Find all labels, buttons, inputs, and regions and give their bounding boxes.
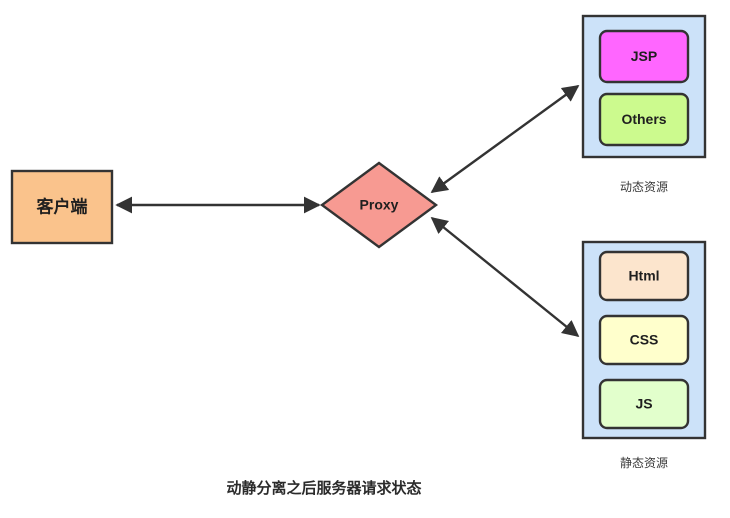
- diagram-caption: 动静分离之后服务器请求状态: [226, 479, 421, 497]
- resource-item-html[interactable]: [598, 250, 690, 302]
- connector-proxy-dynamic: [430, 85, 580, 193]
- resource-group-dynamic-resources[interactable]: JSP Others 动态资源: [581, 14, 707, 194]
- node-proxy[interactable]: Proxy: [319, 161, 439, 249]
- resource-item-js[interactable]: [598, 378, 690, 430]
- group-caption-static-resources: 静态资源: [620, 456, 668, 470]
- connector-proxy-static: [430, 216, 580, 338]
- resource-item-label-js: JS: [635, 396, 652, 412]
- connector-group: [115, 85, 580, 338]
- resource-item-label-html: Html: [628, 268, 659, 284]
- proxy-label: Proxy: [360, 197, 399, 213]
- resource-item-jsp[interactable]: [598, 29, 690, 84]
- client-label: 客户端: [36, 196, 88, 216]
- resource-item-others[interactable]: [598, 92, 690, 147]
- resource-item-label-css: CSS: [630, 332, 659, 348]
- node-client[interactable]: 客户端: [10, 169, 114, 245]
- group-caption-dynamic-resources: 动态资源: [620, 180, 668, 194]
- resource-item-label-jsp: JSP: [631, 48, 657, 64]
- proxy-diamond[interactable]: [319, 161, 439, 249]
- resource-item-label-others: Others: [621, 111, 666, 127]
- client-box[interactable]: [10, 169, 114, 245]
- resource-item-css[interactable]: [598, 314, 690, 366]
